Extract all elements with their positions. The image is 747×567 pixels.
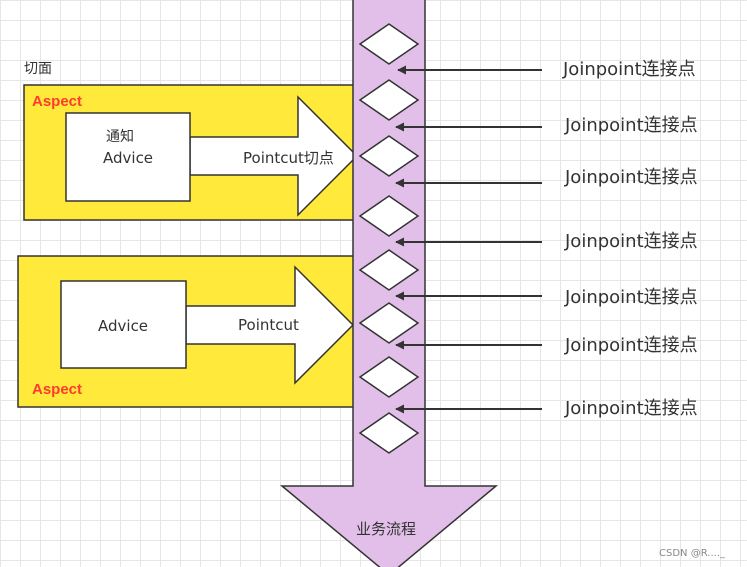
advice-text-top-line1: 通知: [106, 128, 134, 145]
joinpoint-diamond: [358, 135, 420, 177]
advice-text-bottom: Advice: [98, 317, 148, 335]
joinpoint-label: Joinpoint连接点: [564, 335, 698, 356]
joinpoint-diamond: [358, 195, 420, 237]
business-flow-label: 业务流程: [356, 520, 416, 538]
joinpoint-diamond: [358, 302, 420, 344]
joinpoint-diamond: [358, 23, 420, 65]
joinpoint-diamond: [358, 356, 420, 398]
advice-text-top-line2: Advice: [103, 149, 153, 167]
joinpoint-label: Joinpoint连接点: [564, 398, 698, 419]
pointcut-arrow-top: [189, 95, 359, 217]
joinpoint-diamond: [358, 79, 420, 121]
joinpoint-label: Joinpoint连接点: [564, 231, 698, 252]
advice-box-bottom: [60, 280, 187, 369]
aspect-label-bottom: Aspect: [32, 381, 82, 398]
joinpoint-label: Joinpoint连接点: [564, 167, 698, 188]
joinpoint-label: Joinpoint连接点: [564, 115, 698, 136]
aspect-label-top: Aspect: [32, 93, 82, 110]
watermark: CSDN @R...._: [659, 548, 726, 559]
joinpoint-label: Joinpoint连接点: [562, 59, 696, 80]
advice-box-top: [65, 112, 191, 202]
pointcut-arrow-bottom: [185, 265, 355, 385]
pointcut-label-bottom: Pointcut: [238, 316, 299, 334]
section-label: 切面: [24, 61, 52, 77]
pointcut-label-top: Pointcut切点: [243, 149, 334, 167]
joinpoint-diamond: [358, 249, 420, 291]
joinpoint-label: Joinpoint连接点: [564, 287, 698, 308]
joinpoint-diamond: [358, 412, 420, 454]
